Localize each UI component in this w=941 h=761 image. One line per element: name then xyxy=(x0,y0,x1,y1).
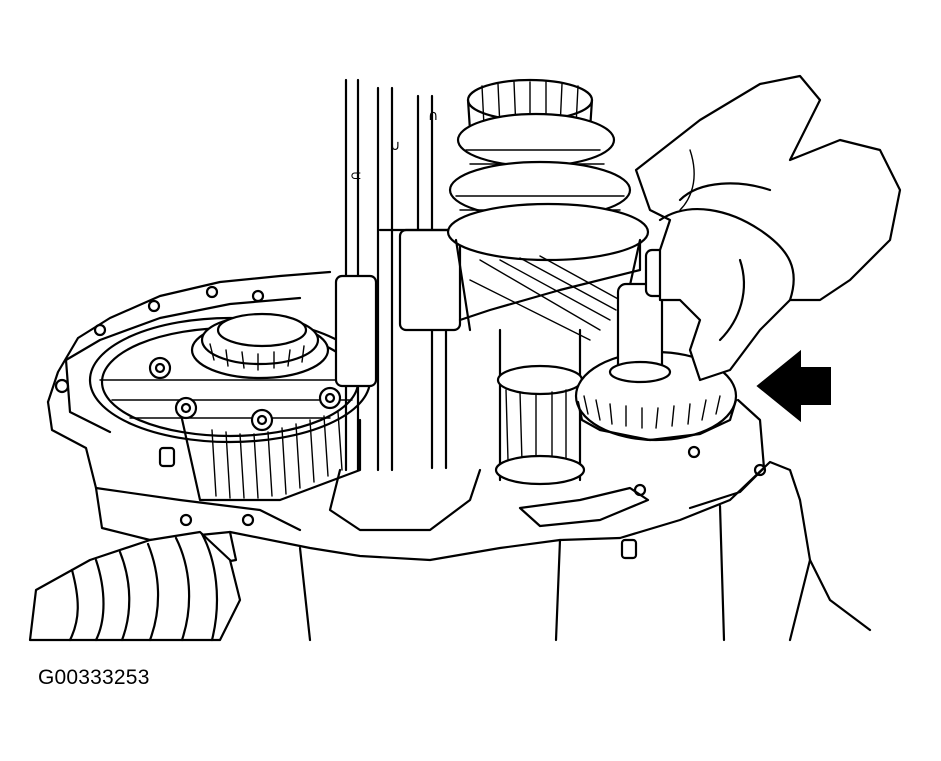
transmission-case xyxy=(46,270,872,642)
svg-text:⊂: ⊂ xyxy=(350,168,362,184)
svg-text:∪: ∪ xyxy=(390,138,400,154)
figure-id-label: G00333253 xyxy=(38,666,150,689)
axle-stub xyxy=(28,530,242,642)
technician-hand xyxy=(634,74,902,382)
differential-assembly xyxy=(88,312,372,502)
arrow-icon xyxy=(756,349,831,423)
main-shaft-gears xyxy=(446,78,650,486)
svg-text:∩: ∩ xyxy=(428,108,438,124)
shift-rails: ⊂ ∪ ∩ xyxy=(328,78,642,532)
